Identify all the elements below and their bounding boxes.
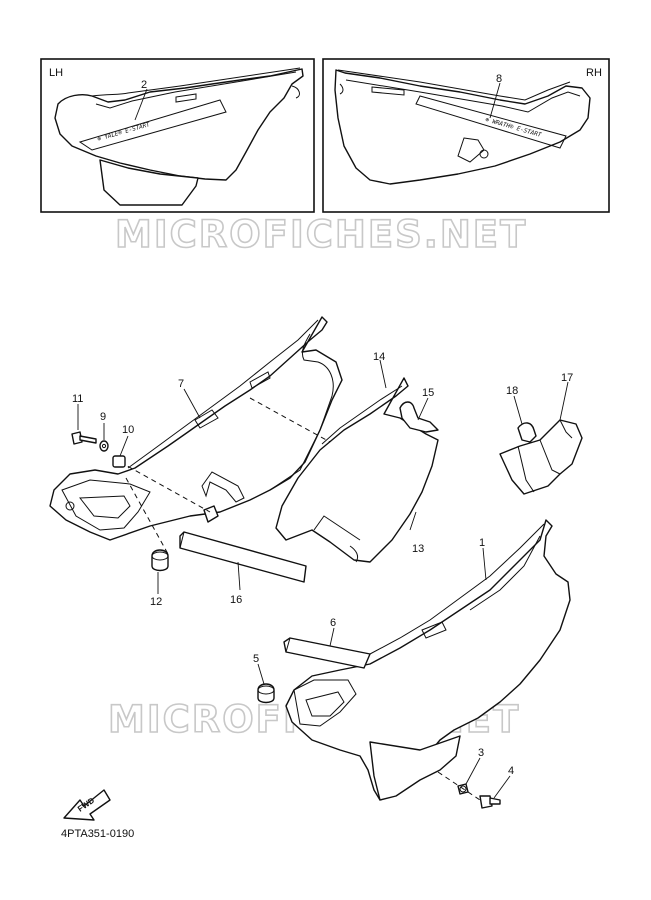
rh-label: RH [586,67,602,79]
callout-3: 3 [478,747,484,759]
part-5-grommet [257,683,275,704]
lh-cover-lower-panel [99,159,199,206]
part-10-collar [112,455,126,468]
part-1-right-side-cover [285,519,571,801]
rh-view-box: RH ⊕ WRATH® E-START 8 [322,58,610,213]
callout-2: 2 [141,79,147,91]
fwd-arrow-icon: FWD [63,789,111,821]
callout-5: 5 [253,653,259,665]
callout-17: 17 [561,372,573,384]
callout-8: 8 [496,73,502,85]
part-11-bolt [71,431,97,445]
callout-4: 4 [508,765,514,777]
callout-13: 13 [412,543,424,555]
part-7-left-side-cover [49,316,343,541]
lh-label: LH [49,67,63,79]
lh-view-box: LH ⊕ YALE® E-START 2 [40,58,315,213]
part-13-inner-panel [275,377,439,563]
part-17-bracket [499,419,583,495]
callouts: 11 9 10 7 14 15 18 17 13 12 16 1 6 5 3 4 [72,351,573,799]
part-9-washer [99,440,109,452]
watermark-top: MICROFICHES.NET [115,213,527,256]
callout-15: 15 [422,387,434,399]
part-16-damper-strip [179,531,307,583]
callout-18: 18 [506,385,518,397]
callout-12: 12 [150,596,162,608]
callout-10: 10 [122,424,134,436]
diagram-code: 4PTA351-0190 [61,828,134,840]
callout-9: 9 [100,411,106,423]
callout-14: 14 [373,351,385,363]
callout-7: 7 [178,378,184,390]
callout-11: 11 [72,393,83,405]
callout-6: 6 [330,617,336,629]
callout-1: 1 [479,537,485,549]
callout-16: 16 [230,594,242,606]
part-6-damper-strip [283,637,371,669]
rh-side-cover-outline [334,69,591,185]
part-15-bracket [399,401,439,433]
part-18-band [517,422,537,443]
lh-side-cover-outline [54,68,304,181]
part-12-grommet [151,549,169,572]
part-4-bolt [479,795,501,809]
